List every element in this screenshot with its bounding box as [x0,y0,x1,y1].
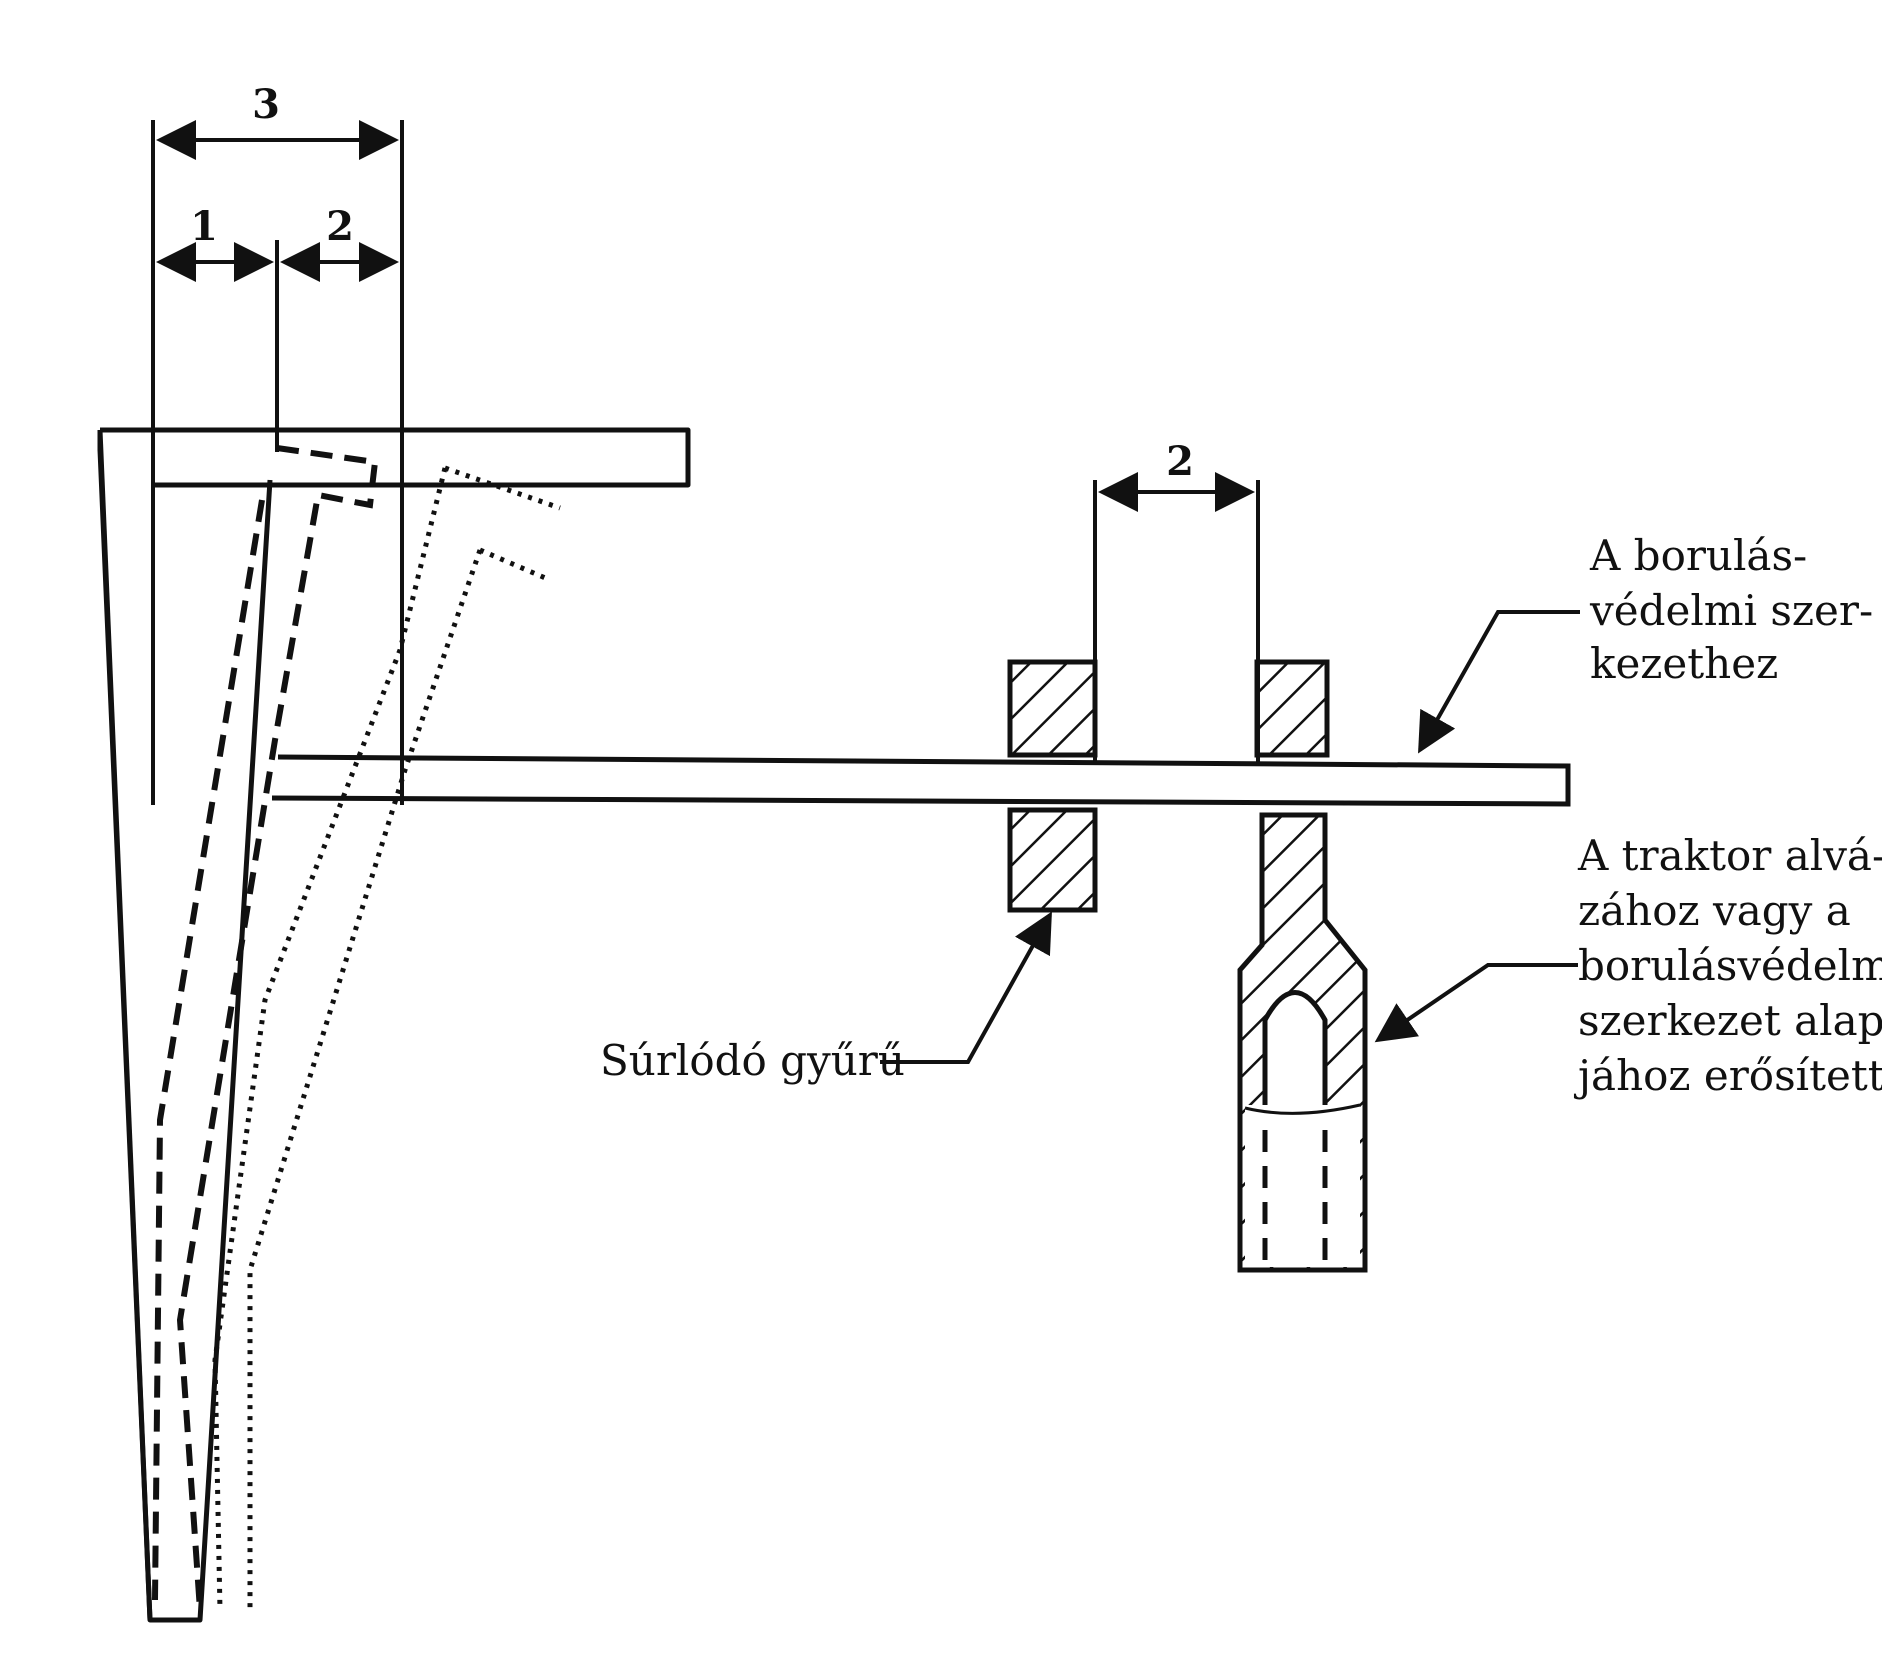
label-rops-connection: A borulás- védelmi szer- kezethez [1589,531,1882,688]
leader-rops-connection [1418,610,1580,754]
dimension-group-left [151,120,404,805]
dimension-label-3: 3 [252,81,280,128]
label-rops-line-1: A borulás- [1589,531,1807,580]
label-tractor-line-5: jához erősített [1573,1051,1882,1100]
friction-ring-upper-right [1254,659,1330,758]
leader-tractor-attachment [1374,963,1578,1043]
leader-lines [880,610,1580,1064]
dimension-label-1: 1 [190,203,218,250]
label-tractor-line-4: szerkezet alap- [1578,996,1882,1045]
label-rops-line-3: kezethez [1590,639,1778,688]
rops-frame-original [97,427,691,1623]
label-rops-line-2: védelmi szer- [1589,586,1873,635]
mounting-bracket [1237,812,1368,1273]
horizontal-bar [271,754,1571,807]
rops-frame-deformed-dotted [212,465,561,1611]
label-tractor-line-1: A traktor alvá- [1577,831,1882,880]
dimension-group-right [1093,472,1260,762]
label-tractor-line-2: zához vagy a [1578,886,1851,935]
leader-friction-ring [880,911,1052,1064]
dimension-label-2: 2 [326,203,354,250]
label-friction-ring: Súrlódó gyűrű [600,1036,905,1085]
rops-frame-deformed-dashed [152,445,379,1611]
friction-ring-upper-left [1007,659,1098,758]
label-tractor-attachment: A traktor alvá- zához vagy a borulásvéde… [1573,831,1882,1100]
dimension-label-right-2: 2 [1166,438,1194,485]
friction-ring-lower-left [1007,807,1098,913]
label-tractor-line-3: borulásvédelmi [1578,941,1882,990]
